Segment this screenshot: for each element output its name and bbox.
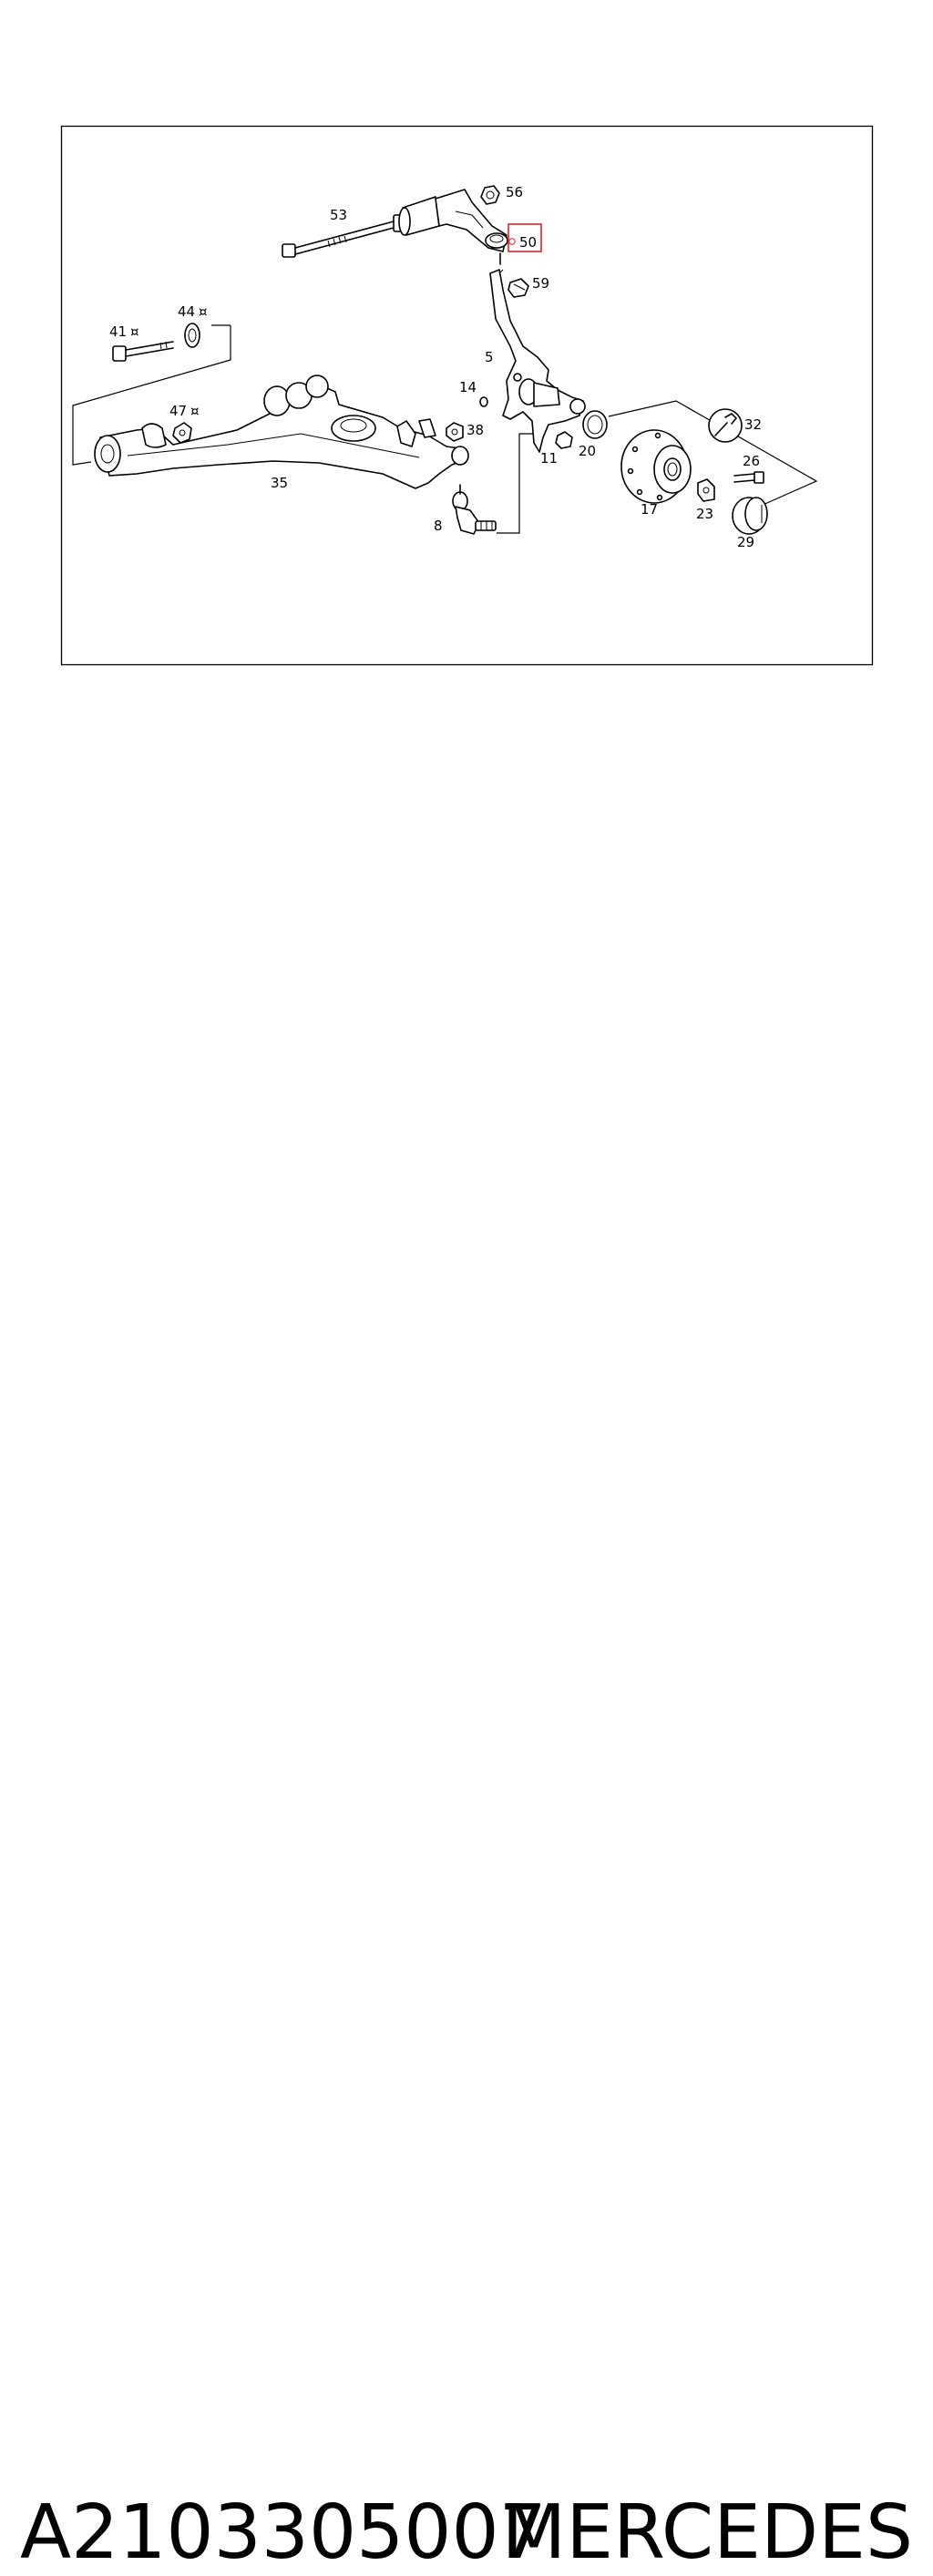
callout-17: 17 bbox=[641, 501, 658, 518]
callout-8: 8 bbox=[434, 518, 443, 534]
seal-ring-20 bbox=[582, 410, 608, 439]
upper-control-arm bbox=[393, 189, 508, 265]
bolt-53 bbox=[282, 221, 395, 258]
callout-41-symbol: ¤ bbox=[130, 323, 139, 340]
callout-41: 41 bbox=[109, 323, 127, 340]
callout-47: 47 bbox=[169, 403, 187, 419]
callout-56: 56 bbox=[506, 184, 523, 200]
brand-name: MERCEDES bbox=[501, 2489, 913, 2576]
nut-38 bbox=[446, 422, 464, 442]
callout-50: 50 bbox=[519, 234, 537, 251]
callout-14: 14 bbox=[459, 379, 477, 395]
callout-23: 23 bbox=[696, 506, 713, 522]
highlight-box bbox=[508, 223, 542, 252]
callout-47-symbol: ¤ bbox=[190, 403, 200, 419]
steering-knuckle-5 bbox=[489, 269, 586, 453]
part-marker-dot bbox=[508, 238, 516, 245]
bolt-26 bbox=[733, 471, 764, 484]
clamp-nut-23 bbox=[697, 478, 715, 502]
lower-control-arm-35 bbox=[94, 375, 469, 489]
callout-38: 38 bbox=[466, 422, 484, 438]
nut-59 bbox=[508, 278, 529, 298]
hub-cap-29 bbox=[732, 497, 768, 535]
callout-53: 53 bbox=[330, 207, 347, 223]
ball-joint-8 bbox=[452, 484, 497, 535]
callout-20: 20 bbox=[579, 443, 596, 459]
callout-11: 11 bbox=[540, 450, 558, 467]
wrench-symbol-32 bbox=[708, 408, 743, 443]
callout-35: 35 bbox=[271, 475, 288, 491]
bolt-41 bbox=[112, 341, 174, 362]
highlighted-callout-50[interactable]: 50 bbox=[508, 223, 542, 252]
nut-47 bbox=[172, 422, 192, 444]
nut-56 bbox=[480, 185, 500, 205]
footer: A2103305007 MERCEDES bbox=[0, 1239, 933, 2576]
callout-44-symbol: ¤ bbox=[199, 303, 208, 320]
part-number: A2103305007 bbox=[20, 2489, 547, 2576]
parts-diagram: 53 56 59 41 ¤ 44 ¤ 5 14 47 ¤ 38 32 11 20… bbox=[60, 125, 874, 666]
callout-5: 5 bbox=[485, 349, 494, 365]
bushing-14 bbox=[479, 396, 488, 407]
washer-44 bbox=[184, 323, 200, 348]
diagram-border bbox=[60, 125, 874, 666]
callout-labels: 53 56 59 41 ¤ 44 ¤ 5 14 47 ¤ 38 32 11 20… bbox=[109, 184, 762, 550]
callout-44: 44 bbox=[178, 303, 195, 320]
callout-29: 29 bbox=[737, 534, 754, 550]
group-bracket-lines bbox=[72, 324, 818, 534]
callout-59: 59 bbox=[532, 275, 549, 292]
nut-11 bbox=[555, 431, 573, 449]
callout-26: 26 bbox=[743, 453, 760, 469]
callout-32: 32 bbox=[744, 416, 762, 433]
wheel-hub-17 bbox=[620, 429, 692, 504]
